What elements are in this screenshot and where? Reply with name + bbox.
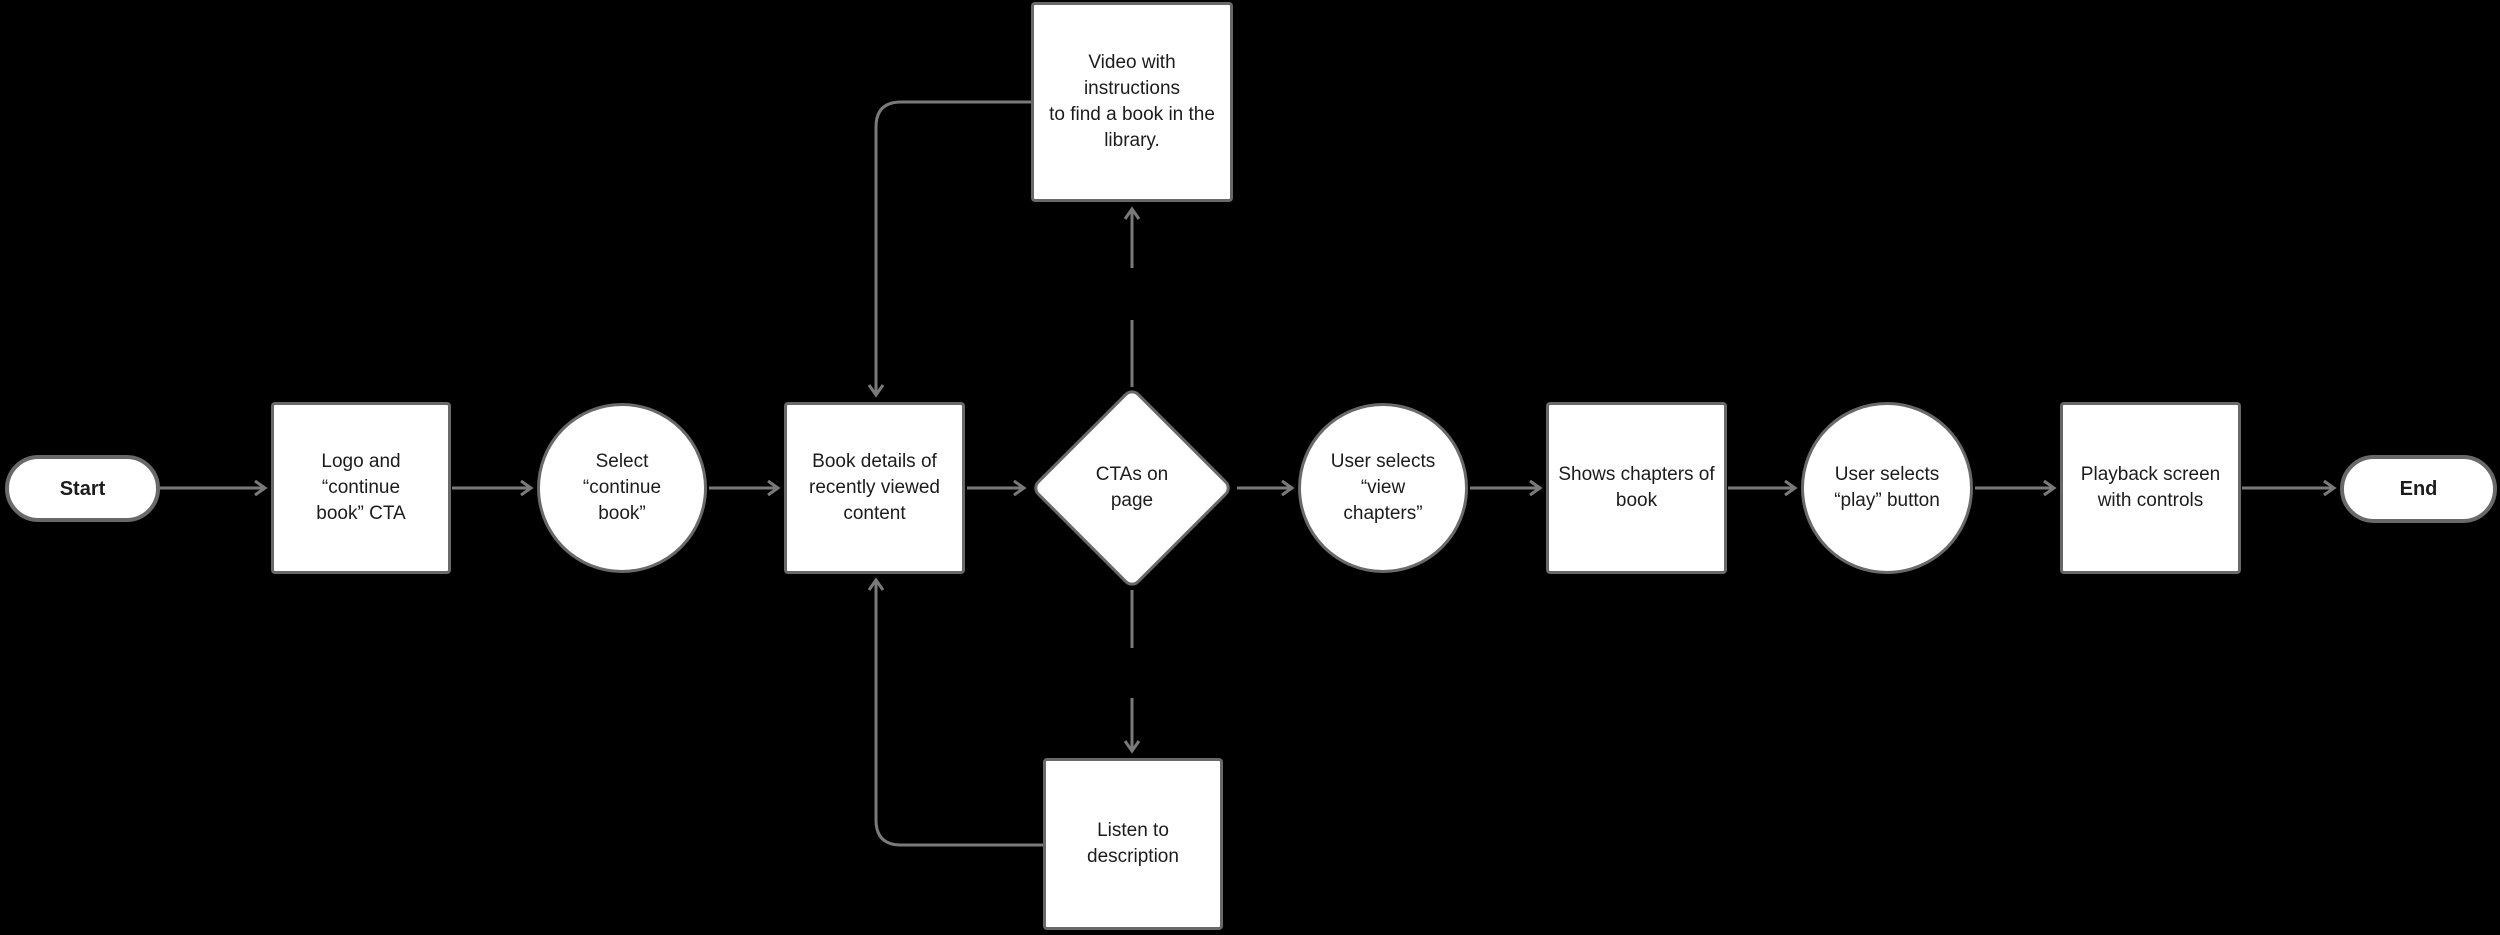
edge-video-to-bookdetails <box>867 100 1031 398</box>
step-play-button[interactable]: User selects “play” button <box>1801 402 1973 574</box>
start-label: Start <box>59 477 106 500</box>
process-video-instructions-label: Video with instructions to find a book i… <box>1049 52 1215 151</box>
decision-ctas-on-page-label: CTAs on page <box>1095 464 1169 511</box>
step-view-chapters-label: User selects “view chapters” <box>1330 451 1436 524</box>
step-select-continue-book-label: Select “continue book” <box>582 451 662 524</box>
process-shows-chapters[interactable]: Shows chapters of book <box>1546 402 1727 574</box>
process-book-details-label: Book details of recently viewed content <box>809 451 940 524</box>
process-playback-screen-label: Playback screen with controls <box>2080 464 2221 511</box>
process-logo-continue-cta-label: Logo and “continue book” CTA <box>316 451 406 524</box>
process-shows-chapters-label: Shows chapters of book <box>1558 464 1715 511</box>
edge-listen-to-bookdetails <box>867 577 1043 847</box>
start-node[interactable]: Start <box>5 455 160 522</box>
process-listen-description[interactable]: Listen to description <box>1043 758 1223 930</box>
step-view-chapters[interactable]: User selects “view chapters” <box>1298 403 1468 573</box>
end-label: End <box>2399 478 2438 500</box>
step-play-button-label: User selects “play” button <box>1834 464 1940 511</box>
process-playback-screen[interactable]: Playback screen with controls <box>2060 402 2241 574</box>
decision-ctas-on-page[interactable]: CTAs on page <box>1030 386 1234 590</box>
process-book-details[interactable]: Book details of recently viewed content <box>784 402 965 574</box>
process-listen-description-label: Listen to description <box>1087 820 1179 867</box>
end-node[interactable]: End <box>2340 455 2497 523</box>
process-video-instructions[interactable]: Video with instructions to find a book i… <box>1031 2 1233 202</box>
process-logo-continue-cta[interactable]: Logo and “continue book” CTA <box>271 402 451 574</box>
step-select-continue-book[interactable]: Select “continue book” <box>537 403 707 573</box>
